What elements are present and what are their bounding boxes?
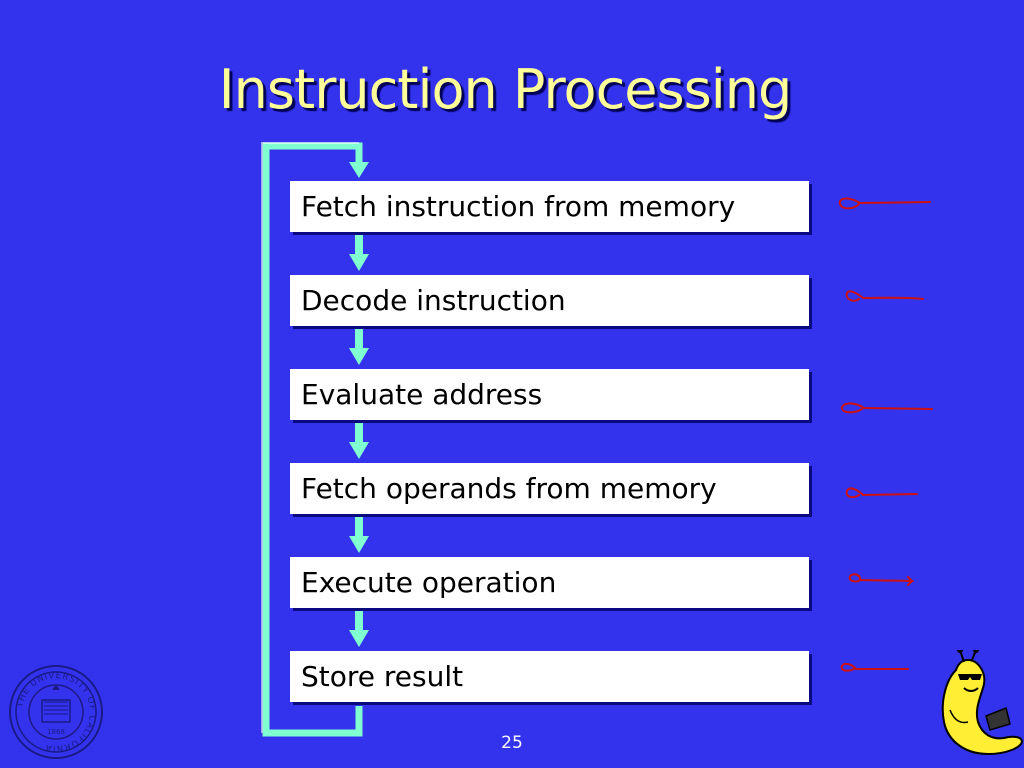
- step-evaluate-address: Evaluate address: [290, 369, 809, 420]
- pen-annotation-arrow-3: [840, 402, 933, 414]
- arrowhead-into-step-3: [349, 348, 369, 365]
- loop-back-line-highlight: [261, 142, 359, 733]
- step-fetch-instruction: Fetch instruction from memory: [290, 181, 809, 232]
- connector-3-4: [355, 421, 363, 442]
- pen-annotation-arrow-2: [845, 290, 924, 302]
- university-seal-logo: THE UNIVERSITY OF CALIFORNIA 1868: [9, 665, 103, 759]
- connector-1-2: [355, 233, 363, 254]
- pen-annotation-arrow-4: [845, 487, 918, 499]
- pen-annotation-arrow-5: [848, 573, 915, 586]
- step-fetch-operands: Fetch operands from memory: [290, 463, 809, 514]
- arrowhead-into-step-2: [349, 254, 369, 271]
- arrowheads: [349, 162, 369, 647]
- arrowhead-into-step-5: [349, 536, 369, 553]
- loop-back-line: [262, 142, 363, 737]
- arrowhead-into-step-6: [349, 630, 369, 647]
- connector-5-6: [355, 609, 363, 630]
- slug-mascot-logo: [941, 650, 1024, 756]
- step-store-result: Store result: [290, 651, 809, 702]
- pen-annotation-arrow-1: [838, 197, 931, 210]
- connector-4-5: [355, 515, 363, 536]
- arrowhead-into-step-1: [349, 162, 369, 178]
- connector-2-3: [355, 327, 363, 348]
- arrowhead-into-step-4: [349, 442, 369, 459]
- page-number: 25: [501, 733, 523, 753]
- step-execute-operation: Execute operation: [290, 557, 809, 608]
- pen-annotation-arrow-6: [840, 662, 909, 672]
- step-decode-instruction: Decode instruction: [290, 275, 809, 326]
- slide-title: Instruction Processing: [218, 58, 793, 121]
- seal-year: 1868: [47, 728, 65, 736]
